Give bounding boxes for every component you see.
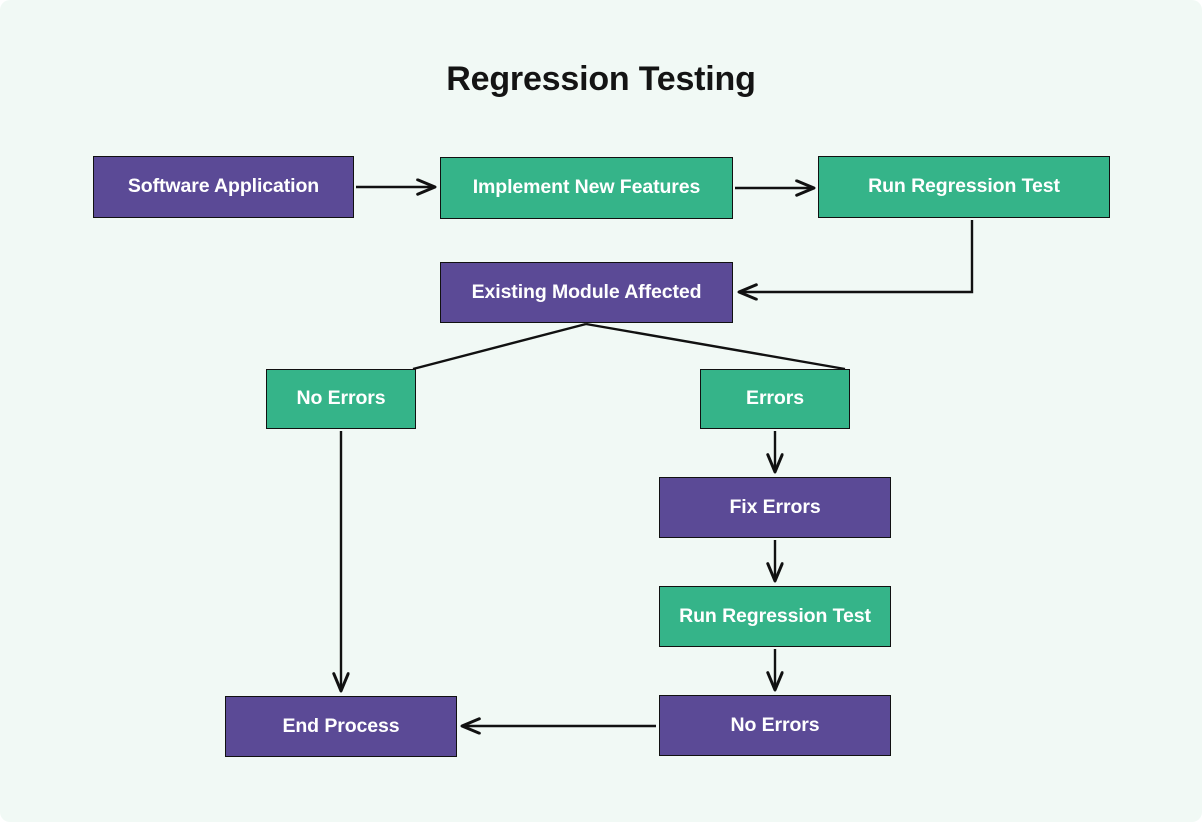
node-label: No Errors [730,713,820,736]
node-label: Implement New Features [472,176,701,199]
node-label: No Errors [296,387,386,410]
node-errors[interactable]: Errors [700,369,850,429]
node-run-regression-test-bottom[interactable]: Run Regression Test [659,586,891,647]
node-label: Fix Errors [729,495,821,518]
node-existing-module-affected[interactable]: Existing Module Affected [440,262,733,323]
node-implement-new-features[interactable]: Implement New Features [440,157,733,219]
node-fix-errors[interactable]: Fix Errors [659,477,891,538]
connector-run-regression-test-to-existing-module [740,220,974,292]
node-label: Run Regression Test [679,604,871,627]
connector-existing-module-to-errors [585,322,846,371]
node-no-errors-bottom[interactable]: No Errors [659,695,891,756]
node-label: Errors [746,387,804,410]
node-end-process[interactable]: End Process [225,696,457,757]
page-title: Regression Testing [446,60,756,98]
connector-existing-module-to-no-errors [412,322,587,371]
node-software-application[interactable]: Software Application [93,156,354,218]
node-label: Existing Module Affected [471,280,702,303]
node-label: Run Regression Test [868,175,1060,198]
node-no-errors-left[interactable]: No Errors [266,369,416,429]
node-label: Software Application [127,175,320,198]
node-label: End Process [282,714,400,737]
node-run-regression-test-top[interactable]: Run Regression Test [818,156,1110,218]
